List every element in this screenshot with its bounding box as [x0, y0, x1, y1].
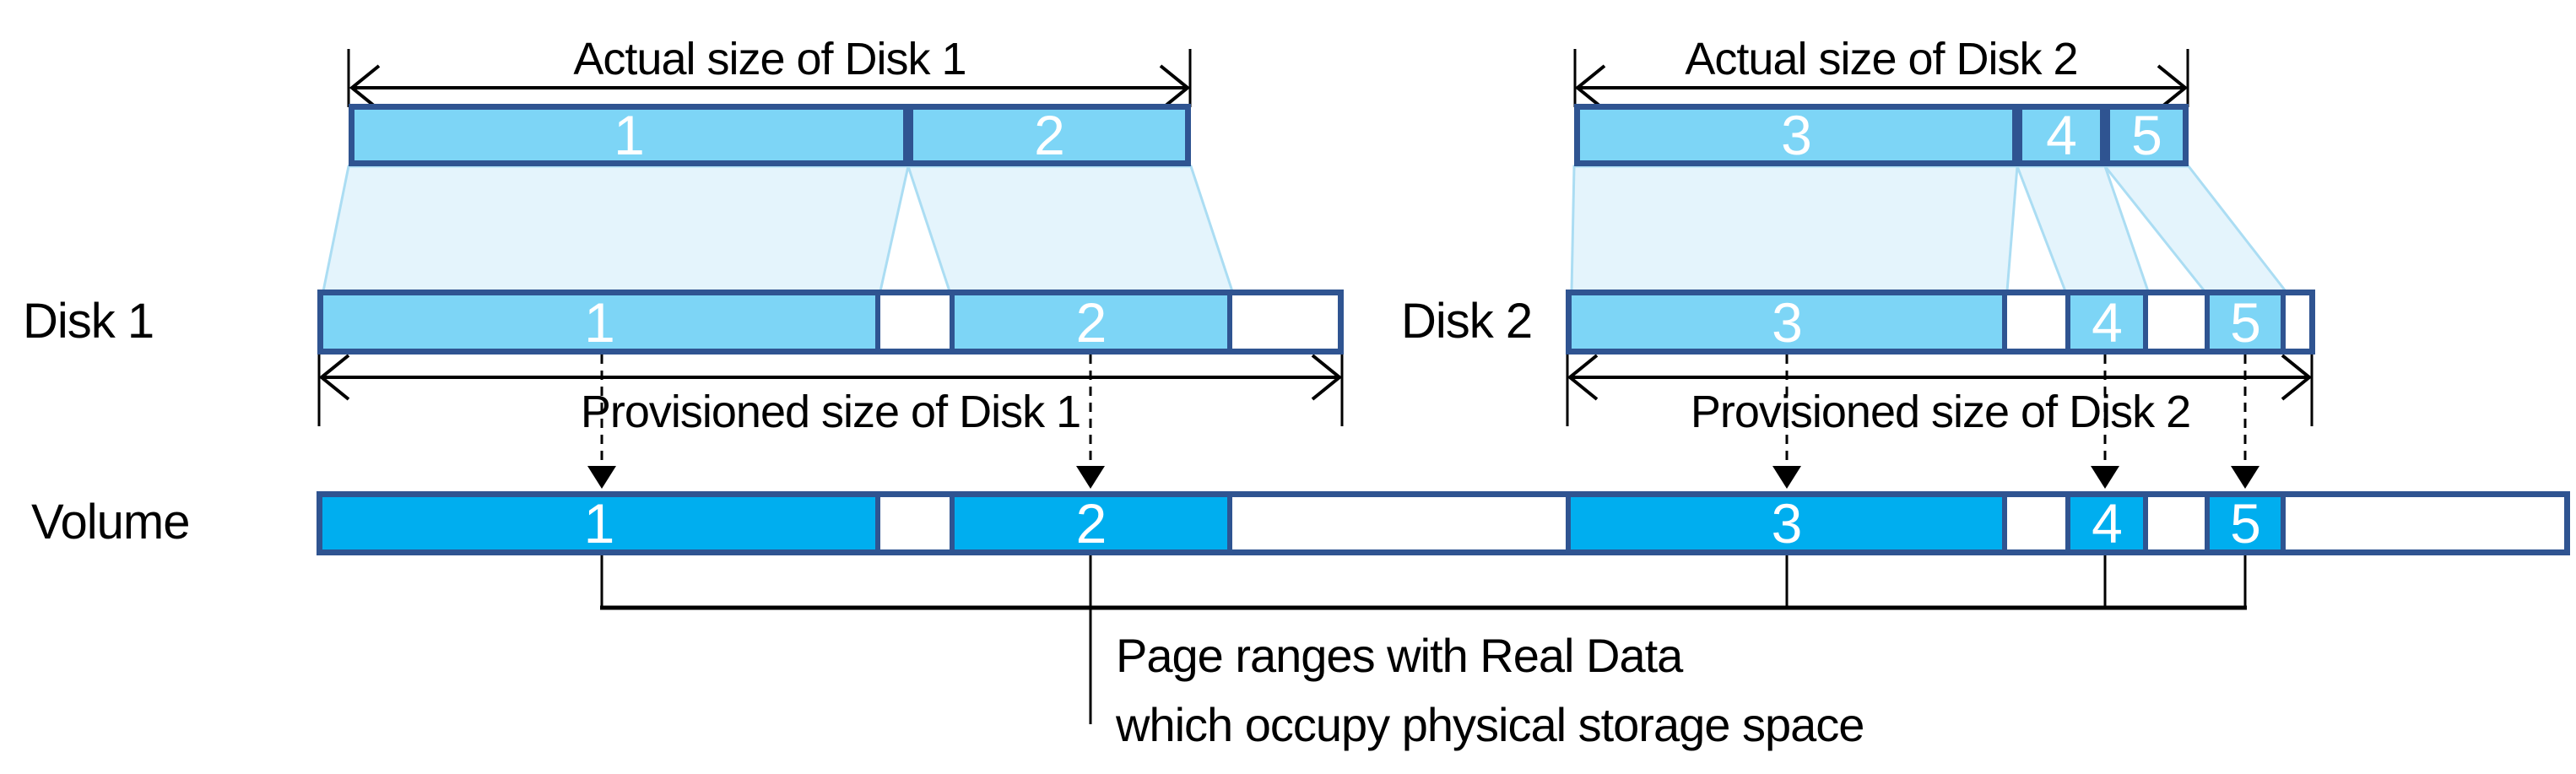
projection-shape-page3	[1570, 165, 2019, 293]
mapping-arrow-page2	[1076, 355, 1105, 489]
provisioned-size-label-disk1: Provisioned size of Disk 1	[580, 387, 1081, 437]
disk2-bar: 3 4 5	[1566, 290, 2315, 355]
actual-page-3: 3	[1580, 104, 2017, 166]
page-mapping-arrows	[587, 355, 2259, 489]
page-range-bracket	[600, 555, 2247, 724]
actual-size-arrow-disk2	[1573, 49, 2189, 111]
actual-size-arrow-disk1	[347, 49, 1192, 111]
disk1-page-2: 2	[950, 291, 1232, 354]
mapping-arrow-page3	[1772, 355, 1801, 489]
projection-shapes	[322, 165, 2289, 293]
provisioned-size-label-disk2: Provisioned size of Disk 2	[1690, 387, 2191, 437]
actual-size-label-disk2: Actual size of Disk 2	[1685, 34, 2078, 84]
actual-page-5: 5	[2105, 104, 2183, 166]
volume-page-4: 4	[2065, 492, 2148, 555]
actual-page-4: 4	[2017, 104, 2105, 166]
disk2-page-4: 4	[2065, 291, 2148, 354]
disk2-label: Disk 2	[1401, 294, 1533, 349]
note-text: Page ranges with Real Data which occupy …	[1116, 621, 1864, 760]
disk1-label: Disk 1	[23, 294, 154, 349]
disk1-page-1: 1	[323, 291, 880, 354]
projection-shape-page2	[906, 165, 1235, 293]
volume-bar: 1 2 3 4 5	[317, 491, 2570, 555]
provisioned-size-arrow-disk2	[1566, 353, 2314, 426]
projection-shape-page1	[322, 165, 910, 293]
mapping-arrow-page4	[2091, 355, 2119, 489]
provisioned-size-arrow-disk1	[317, 353, 1344, 426]
actual-size-bar-disk1: 1 2	[349, 104, 1191, 166]
note-line-1: Page ranges with Real Data	[1116, 629, 1683, 682]
volume-page-2: 2	[950, 492, 1232, 555]
actual-page-1: 1	[354, 104, 908, 166]
mapping-arrow-page1	[587, 355, 616, 489]
volume-page-3: 3	[1566, 492, 2007, 555]
volume-page-1: 1	[322, 492, 880, 555]
mapping-arrow-page5	[2231, 355, 2259, 489]
actual-size-bar-disk2: 3 4 5	[1574, 104, 2189, 166]
volume-label: Volume	[31, 495, 190, 549]
actual-size-label-disk1: Actual size of Disk 1	[573, 34, 966, 84]
volume-page-5: 5	[2205, 492, 2286, 555]
actual-page-2: 2	[908, 104, 1185, 166]
disk2-page-3: 3	[1572, 291, 2007, 354]
disk2-page-5: 5	[2205, 291, 2286, 354]
disk1-bar: 1 2	[317, 290, 1344, 355]
note-line-2: which occupy physical storage space	[1116, 698, 1864, 751]
